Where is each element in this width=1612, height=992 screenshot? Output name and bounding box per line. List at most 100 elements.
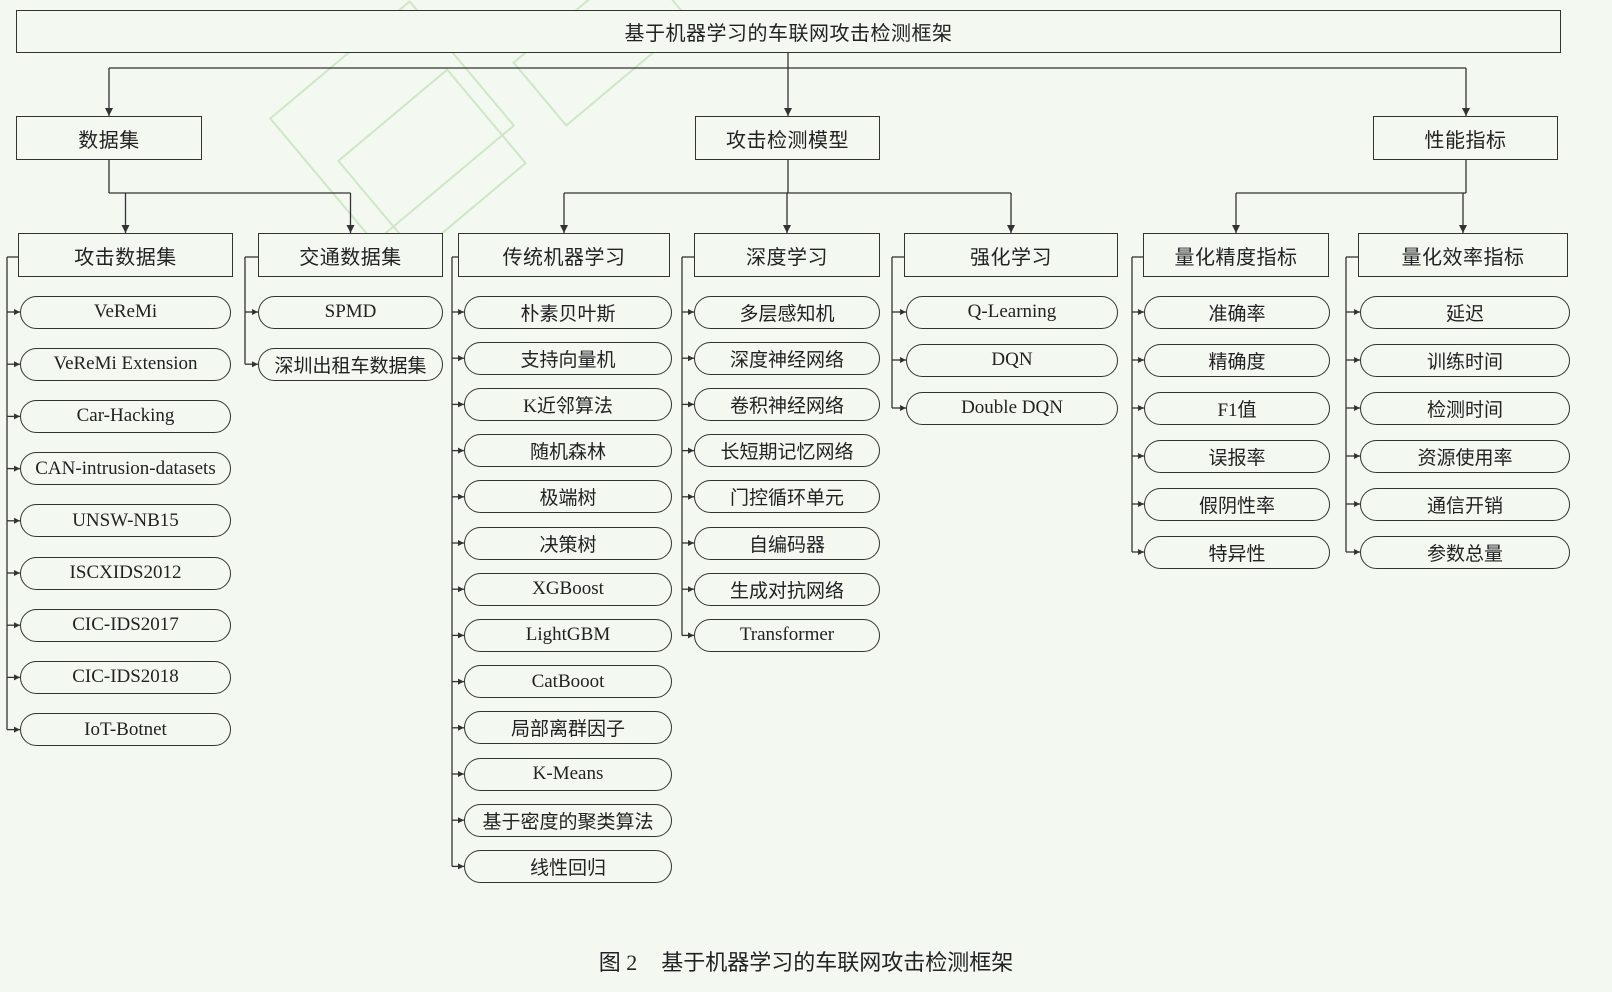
arrow-head (784, 108, 792, 116)
leaf-label: 误报率 (1208, 447, 1266, 469)
leaf-label: 朴素贝叶斯 (520, 303, 616, 325)
group-label: 量化精度指标 (1174, 246, 1298, 269)
category-performance-metrics: 性能指标 (1373, 116, 1558, 160)
leaf-label: 检测时间 (1426, 399, 1503, 421)
leaf-label: 决策树 (539, 534, 597, 556)
arrow-head (1138, 549, 1144, 555)
leaf-label: 通信开销 (1426, 495, 1503, 517)
leaf-item: Q-Learning (906, 295, 1118, 329)
group-label: 攻击数据集 (74, 246, 177, 269)
arrow-head (1138, 357, 1144, 363)
leaf-label: 极端树 (539, 488, 597, 510)
leaf-label: 自编码器 (748, 534, 825, 556)
leaf-label: 资源使用率 (1417, 447, 1513, 469)
leaf-item: 决策树 (464, 526, 672, 560)
arrow-head (1354, 549, 1360, 555)
category-label: 数据集 (78, 129, 140, 152)
arrow-head (1138, 453, 1144, 459)
arrow-head (458, 586, 464, 593)
arrow-head (688, 401, 694, 408)
leaf-label: CAN-intrusion-datasets (35, 457, 216, 479)
leaf-label: UNSW-NB15 (72, 509, 179, 531)
leaf-item: 卷积神经网络 (694, 387, 880, 421)
arrow-head (688, 309, 694, 315)
arrow-head (14, 674, 20, 681)
group-box: 传统机器学习 (458, 233, 670, 277)
leaf-label: IoT-Botnet (84, 718, 167, 740)
arrow-head (458, 724, 464, 731)
group-label: 传统机器学习 (502, 246, 626, 269)
arrow-head (688, 447, 694, 454)
leaf-label: 局部离群因子 (510, 719, 625, 741)
leaf-label: CIC-IDS2018 (72, 666, 179, 688)
leaf-item: 检测时间 (1360, 391, 1570, 425)
arrow-head (1138, 405, 1144, 411)
group-box: 深度学习 (694, 233, 880, 277)
leaf-item: ISCXIDS2012 (20, 556, 231, 590)
leaf-item: 极端树 (464, 480, 672, 514)
root-title-box: 基于机器学习的车联网攻击检测框架 (16, 10, 1561, 53)
arrow-head (14, 726, 20, 733)
leaf-item: 误报率 (1144, 439, 1330, 473)
leaf-item: 门控循环单元 (694, 480, 880, 514)
leaf-item: 资源使用率 (1360, 439, 1570, 473)
leaf-label: 随机森林 (529, 442, 606, 464)
leaf-item: 训练时间 (1360, 343, 1570, 377)
arrow-head (14, 465, 20, 472)
leaf-item: 线性回归 (464, 849, 672, 883)
leaf-label: 训练时间 (1426, 351, 1503, 373)
leaf-label: VeReMi Extension (53, 353, 198, 375)
leaf-label: 参数总量 (1426, 543, 1503, 565)
leaf-item: 生成对抗网络 (694, 572, 880, 606)
leaf-item: 假阴性率 (1144, 487, 1330, 521)
leaf-label: DQN (991, 349, 1033, 370)
leaf-item: VeReMi (20, 295, 231, 329)
arrow-head (458, 355, 464, 362)
leaf-item: F1值 (1144, 391, 1330, 425)
leaf-item: 局部离群因子 (464, 711, 672, 745)
leaf-label: 门控循环单元 (729, 488, 844, 510)
leaf-item: 长短期记忆网络 (694, 434, 880, 468)
leaf-item: 多层感知机 (694, 295, 880, 329)
leaf-item: 支持向量机 (464, 341, 672, 375)
leaf-label: Transformer (739, 624, 835, 646)
leaf-label: 深圳出租车数据集 (274, 355, 427, 377)
leaf-item: 特异性 (1144, 535, 1330, 569)
arrow-head (14, 413, 20, 420)
arrow-head (1007, 225, 1015, 233)
leaf-item: 深度神经网络 (694, 341, 880, 375)
leaf-label: 延迟 (1445, 303, 1484, 325)
group-label: 量化效率指标 (1401, 246, 1525, 269)
leaf-item: Transformer (694, 618, 880, 652)
arrow-head (458, 678, 464, 685)
leaf-item: CIC-IDS2017 (20, 608, 231, 642)
leaf-item: 准确率 (1144, 295, 1330, 329)
leaf-item: CatBooot (464, 665, 672, 699)
group-label: 强化学习 (970, 246, 1052, 269)
leaf-item: XGBoost (464, 572, 672, 606)
leaf-item: 通信开销 (1360, 487, 1570, 521)
arrow-head (688, 540, 694, 546)
leaf-label: 长短期记忆网络 (720, 442, 854, 464)
leaf-label: 基于密度的聚类算法 (482, 811, 654, 833)
arrow-head (458, 540, 464, 546)
leaf-item: SPMD (258, 295, 443, 329)
leaf-label: 卷积神经网络 (729, 395, 844, 417)
group-box: 量化效率指标 (1358, 233, 1568, 277)
arrow-head (783, 225, 791, 233)
group-box: 交通数据集 (258, 233, 443, 277)
arrow-head (1354, 501, 1360, 507)
leaf-label: 深度神经网络 (729, 349, 844, 371)
leaf-label: 精确度 (1208, 351, 1266, 373)
leaf-label: 生成对抗网络 (729, 580, 844, 602)
leaf-label: CatBooot (531, 670, 605, 692)
leaf-label: 准确率 (1208, 303, 1266, 325)
leaf-item: Double DQN (906, 391, 1118, 425)
arrow-head (14, 517, 20, 524)
leaf-label: 假阴性率 (1198, 495, 1275, 517)
leaf-label: SPMD (324, 301, 377, 322)
arrow-head (14, 570, 20, 576)
leaf-item: 基于密度的聚类算法 (464, 803, 672, 837)
